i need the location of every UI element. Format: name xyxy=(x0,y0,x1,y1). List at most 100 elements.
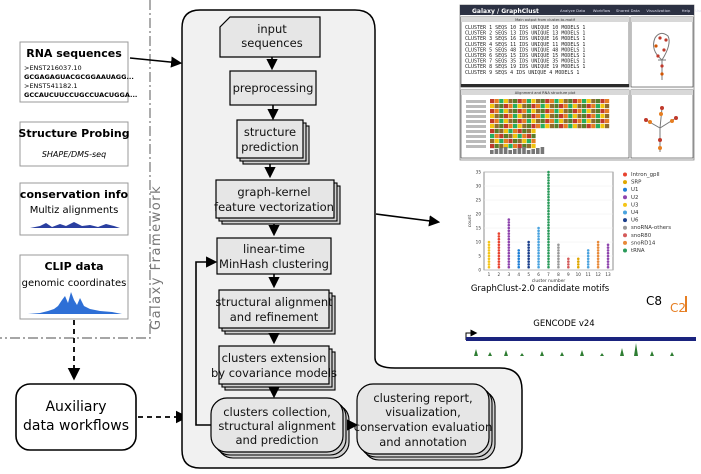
legend-label: SRP xyxy=(631,180,642,186)
motif-point xyxy=(557,254,560,258)
motif-point xyxy=(596,240,600,244)
motif-point xyxy=(586,257,590,261)
motif-point xyxy=(537,243,540,247)
motif-point xyxy=(537,260,540,263)
motif-point xyxy=(517,260,521,263)
motif-point xyxy=(596,254,600,258)
motif-point xyxy=(487,246,491,249)
motif-point xyxy=(557,243,560,247)
panel1-title: Main output from cluster-to-motif xyxy=(515,18,576,22)
galaxy-menu-item[interactable]: Help xyxy=(682,8,691,13)
motif-point xyxy=(507,246,511,249)
y-tick-label: 10 xyxy=(476,240,482,245)
motif-point xyxy=(576,263,580,266)
motif-point xyxy=(497,263,501,266)
clustering-report-node: clustering report, visualization, conser… xyxy=(354,383,496,461)
alignment-line-1: structural alignment xyxy=(215,295,333,309)
clip-data-box: CLIP data genomic coordinates xyxy=(19,254,129,320)
motif-point xyxy=(547,184,550,188)
structural-alignment-node: structural alignment and refinement xyxy=(215,289,336,335)
motif-point xyxy=(547,179,550,182)
conservation-subtitle: Multiz alignments xyxy=(30,205,119,216)
pipeline-to-outputs-arrow xyxy=(375,213,441,227)
galaxy-menu-item[interactable]: Workflow xyxy=(593,8,610,13)
legend-label: U1 xyxy=(631,187,638,193)
motif-point xyxy=(547,249,550,252)
galaxy-menu-item[interactable]: Visualization xyxy=(646,8,671,13)
motif-point xyxy=(507,221,511,224)
motif-point xyxy=(596,249,600,252)
rna-structure-plot-2 xyxy=(644,106,678,152)
rna-id-2: >ENST541182.1 xyxy=(24,82,78,90)
motif-point xyxy=(527,260,530,263)
x-tick-label: 7 xyxy=(547,272,550,277)
motif-point xyxy=(487,251,491,255)
legend-label: U4 xyxy=(631,210,639,216)
report-line-3: conservation evaluation xyxy=(354,420,492,434)
motif-point xyxy=(487,243,491,247)
motif-point xyxy=(537,257,540,261)
motif-point xyxy=(596,251,600,255)
y-tick-label: 0 xyxy=(478,268,481,273)
galaxy-menu-item[interactable]: User xyxy=(695,8,701,13)
genome-browser: C8 C2 GENCODE v24 xyxy=(465,294,696,356)
motif-point xyxy=(517,251,521,255)
clip-subtitle: genomic coordinates xyxy=(22,278,127,289)
motif-point xyxy=(507,257,511,261)
galaxy-menu-item[interactable]: Analyze Data xyxy=(560,8,585,13)
rna-sequences-title: RNA sequences xyxy=(26,47,122,60)
x-tick-label: 1 xyxy=(488,272,491,277)
graph-kernel-node: graph-kernel feature vectorization xyxy=(214,179,341,225)
motif-point xyxy=(527,257,530,261)
motif-point xyxy=(547,176,550,179)
motif-point xyxy=(537,229,540,233)
motif-point xyxy=(557,251,560,255)
motif-point xyxy=(547,218,550,221)
motif-point xyxy=(497,243,501,247)
legend-label: U6 xyxy=(631,218,639,224)
structure-probing-subtitle: SHAPE/DMS-seq xyxy=(42,150,106,159)
legend-label: snoR80 xyxy=(631,233,652,239)
motif-point xyxy=(517,265,521,269)
motif-point xyxy=(547,181,550,185)
cluster-table-row: CLUSTER 9 SEQS 4 IDS UNIQUE 4 MODELS 1 xyxy=(465,70,579,76)
feedback-loop-arrow xyxy=(195,256,218,426)
legend-label: U3 xyxy=(631,202,638,208)
motif-point xyxy=(507,265,511,269)
genome-label-c8: C8 xyxy=(646,294,662,308)
y-tick-label: 25 xyxy=(476,198,482,203)
motif-point xyxy=(497,249,501,252)
motif-point xyxy=(507,243,511,247)
motif-point xyxy=(487,249,491,252)
motif-point xyxy=(497,237,501,241)
x-tick-label: 11 xyxy=(586,272,592,277)
extension-line-1: clusters extension xyxy=(222,351,327,365)
galaxy-menu-item[interactable]: Shared Data xyxy=(616,8,640,13)
motif-point xyxy=(547,257,550,261)
motif-point xyxy=(497,251,501,255)
c2-marker xyxy=(685,296,687,312)
motif-point xyxy=(547,187,550,191)
x-tick-label: 13 xyxy=(605,272,611,277)
motif-point xyxy=(606,246,610,249)
motif-point xyxy=(527,254,530,258)
cluster-table-row: CLUSTER 6 SEQS 15 IDS UNIQUE 15 MODELS 1 xyxy=(465,53,585,59)
preprocessing-node: preprocessing xyxy=(229,70,317,106)
x-axis-label: cluster number xyxy=(532,278,566,284)
collection-line-3: and prediction xyxy=(236,433,319,447)
motif-point xyxy=(527,246,530,249)
motif-point xyxy=(547,223,550,227)
motif-point xyxy=(537,237,540,241)
motif-point xyxy=(527,265,530,269)
conservation-signal xyxy=(468,343,694,356)
panel2-title: Alignment and RNA structure plot xyxy=(515,91,576,95)
structure-probing-title: Structure Probing xyxy=(18,127,129,140)
motif-point xyxy=(547,212,550,216)
motif-point xyxy=(507,240,511,244)
conservation-info-box: conservation info Multiz alignments xyxy=(19,182,129,236)
motif-point xyxy=(586,263,590,266)
input-sequences-node: input sequences xyxy=(219,16,321,58)
report-line-4: and annotation xyxy=(379,435,467,449)
clusters-collection-node: clusters collection, structural alignmen… xyxy=(210,397,350,459)
